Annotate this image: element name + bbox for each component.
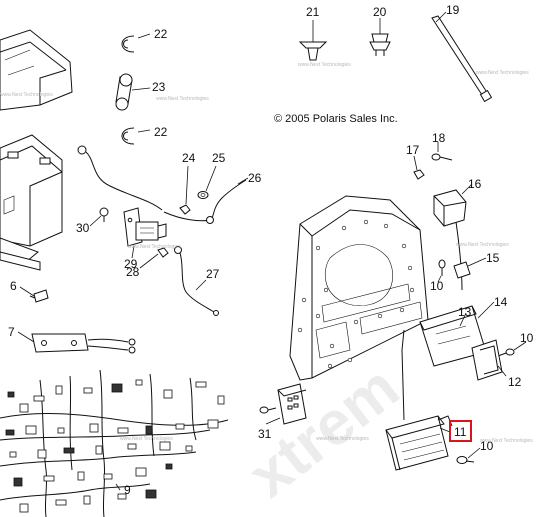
clip-20-part [369, 33, 391, 56]
nut-28-part [157, 247, 169, 258]
callout-18: 18 [432, 131, 446, 145]
cable-26-part [206, 179, 247, 224]
screw-18-part [431, 153, 453, 161]
cable-27-part [174, 246, 219, 316]
callout-7: 7 [8, 325, 15, 339]
connector-16-part [433, 189, 467, 291]
callout-23: 23 [152, 80, 166, 94]
callout-10-right: 10 [520, 331, 534, 345]
watermark-9: www.Next Technologies [480, 438, 533, 444]
bus-bar-7-part [31, 333, 136, 354]
callout-31: 31 [258, 427, 272, 441]
screw-10-bottom-part [456, 456, 475, 464]
callout-10-upper: 10 [430, 279, 444, 293]
control-unit-11-part [385, 329, 453, 471]
watermark-3: www.Next Technologies [0, 92, 53, 98]
relay-29-part [123, 207, 167, 247]
watermark-5: www.Next Technologies [128, 244, 181, 250]
highlight-box [449, 420, 472, 442]
callout-13: 13 [458, 305, 472, 319]
tie-strap-19-part [431, 15, 493, 103]
callout-26: 26 [248, 171, 262, 185]
callout-25: 25 [212, 151, 226, 165]
callout-11-highlighted: 11 [454, 425, 467, 439]
callout-21: 21 [306, 5, 320, 19]
watermark-2: www.Next Technologies [476, 70, 529, 76]
clip-22-bottom-part [121, 127, 135, 145]
relay-31-part [259, 383, 307, 425]
watermark-4: www.Next Technologies [156, 96, 209, 102]
copyright-notice: © 2005 Polaris Sales Inc. [274, 113, 398, 125]
clip-15-part [453, 261, 471, 279]
bolt-30-part [99, 207, 109, 222]
screw-10-upper-part [438, 259, 446, 276]
wiring-harness-part [0, 369, 229, 517]
callout-29: 29 [124, 257, 138, 271]
callout-6: 6 [10, 279, 17, 293]
clip-22-top-part [121, 35, 135, 53]
nut-24-part [179, 204, 191, 215]
watermark-7: www.Next Technologies [120, 436, 173, 442]
nut-17-part [413, 169, 425, 180]
watermark-8: www.Next Technologies [316, 436, 369, 442]
battery-box-part [0, 29, 73, 111]
callout-30: 30 [76, 221, 90, 235]
callout-19: 19 [446, 3, 460, 17]
callout-16: 16 [468, 177, 482, 191]
watermark-6: www.Next Technologies [456, 242, 509, 248]
callout-27: 27 [206, 267, 220, 281]
link-23-part [115, 73, 133, 111]
washer-25-part [197, 191, 209, 199]
mounting-panel-part [289, 195, 429, 381]
bracket-12-part [471, 339, 503, 381]
screw-10-right-part [497, 348, 515, 357]
callout-20: 20 [373, 5, 387, 19]
callout-labels: 22 23 22 24 25 26 30 29 28 27 6 7 9 21 2… [8, 3, 534, 497]
callout-14: 14 [494, 295, 508, 309]
panel-holes [297, 219, 415, 369]
battery-part [0, 134, 63, 247]
callout-22-bottom: 22 [154, 125, 168, 139]
callout-15: 15 [486, 251, 500, 265]
callout-17: 17 [406, 143, 420, 157]
watermark-1: www.Next Technologies [298, 62, 351, 68]
push-clip-21-part [298, 41, 328, 61]
callout-9: 9 [124, 483, 131, 497]
screw-6-part [29, 289, 49, 303]
callout-24: 24 [182, 151, 196, 165]
battery-strap-part [0, 251, 41, 271]
callout-10-bottom: 10 [480, 439, 494, 453]
watermark-stamps: www.Next Technologies www.Next Technolog… [0, 62, 533, 444]
callout-22-top: 22 [154, 27, 168, 41]
callout-28: 28 [126, 265, 140, 279]
callout-12: 12 [508, 375, 522, 389]
